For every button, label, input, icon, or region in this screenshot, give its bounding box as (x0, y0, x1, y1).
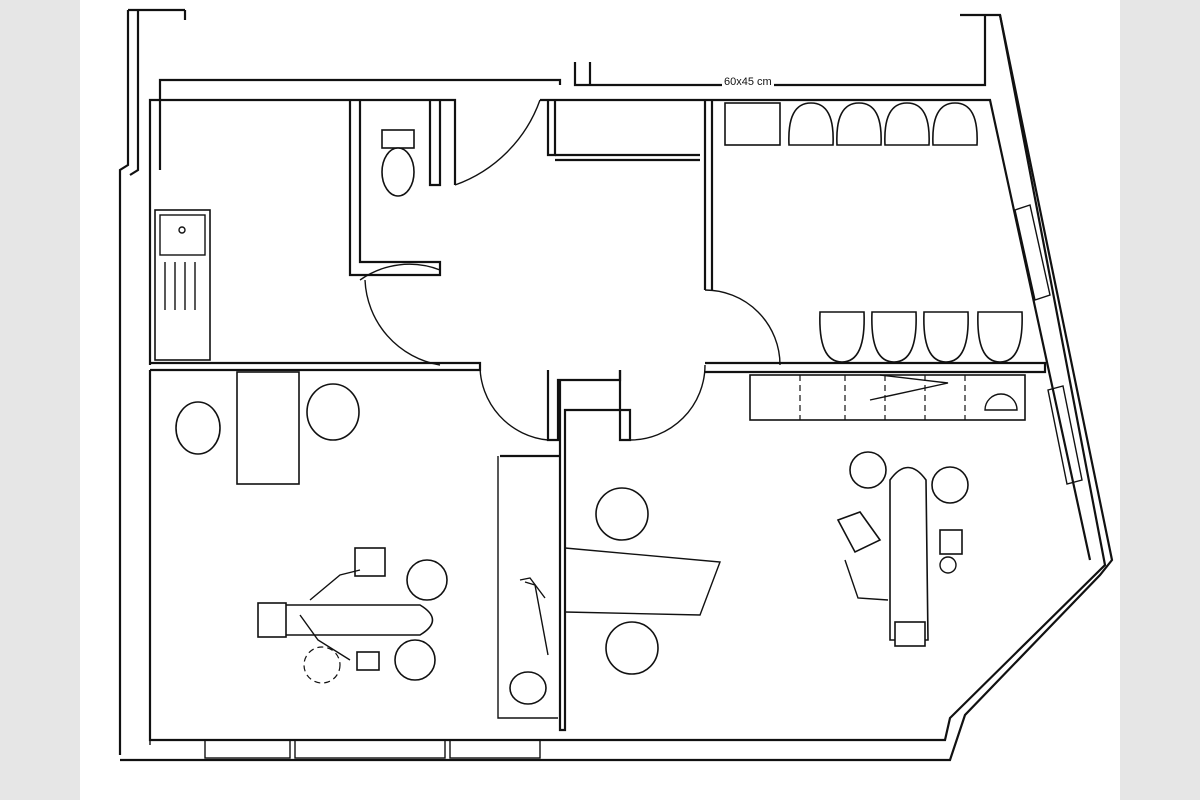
waiting-chair (932, 102, 978, 146)
waiting-chair (819, 311, 865, 363)
waiting-chair (788, 102, 834, 146)
waiting-chair (871, 311, 917, 363)
left-treatment-room (175, 371, 549, 705)
outer-walls (118, 8, 1114, 762)
windows (204, 204, 1083, 759)
right-treatment-room (749, 374, 1026, 647)
dimension-label: 60x45 cm (722, 76, 774, 88)
waiting-chair (836, 102, 882, 146)
waiting-chair (977, 311, 1023, 363)
waiting-chair (884, 102, 930, 146)
door-swings (359, 99, 781, 441)
waiting-chair (923, 311, 969, 363)
office (595, 487, 659, 675)
kitchen-sink (154, 209, 211, 361)
toilet (381, 129, 415, 197)
waiting-room-furniture (724, 102, 1023, 363)
